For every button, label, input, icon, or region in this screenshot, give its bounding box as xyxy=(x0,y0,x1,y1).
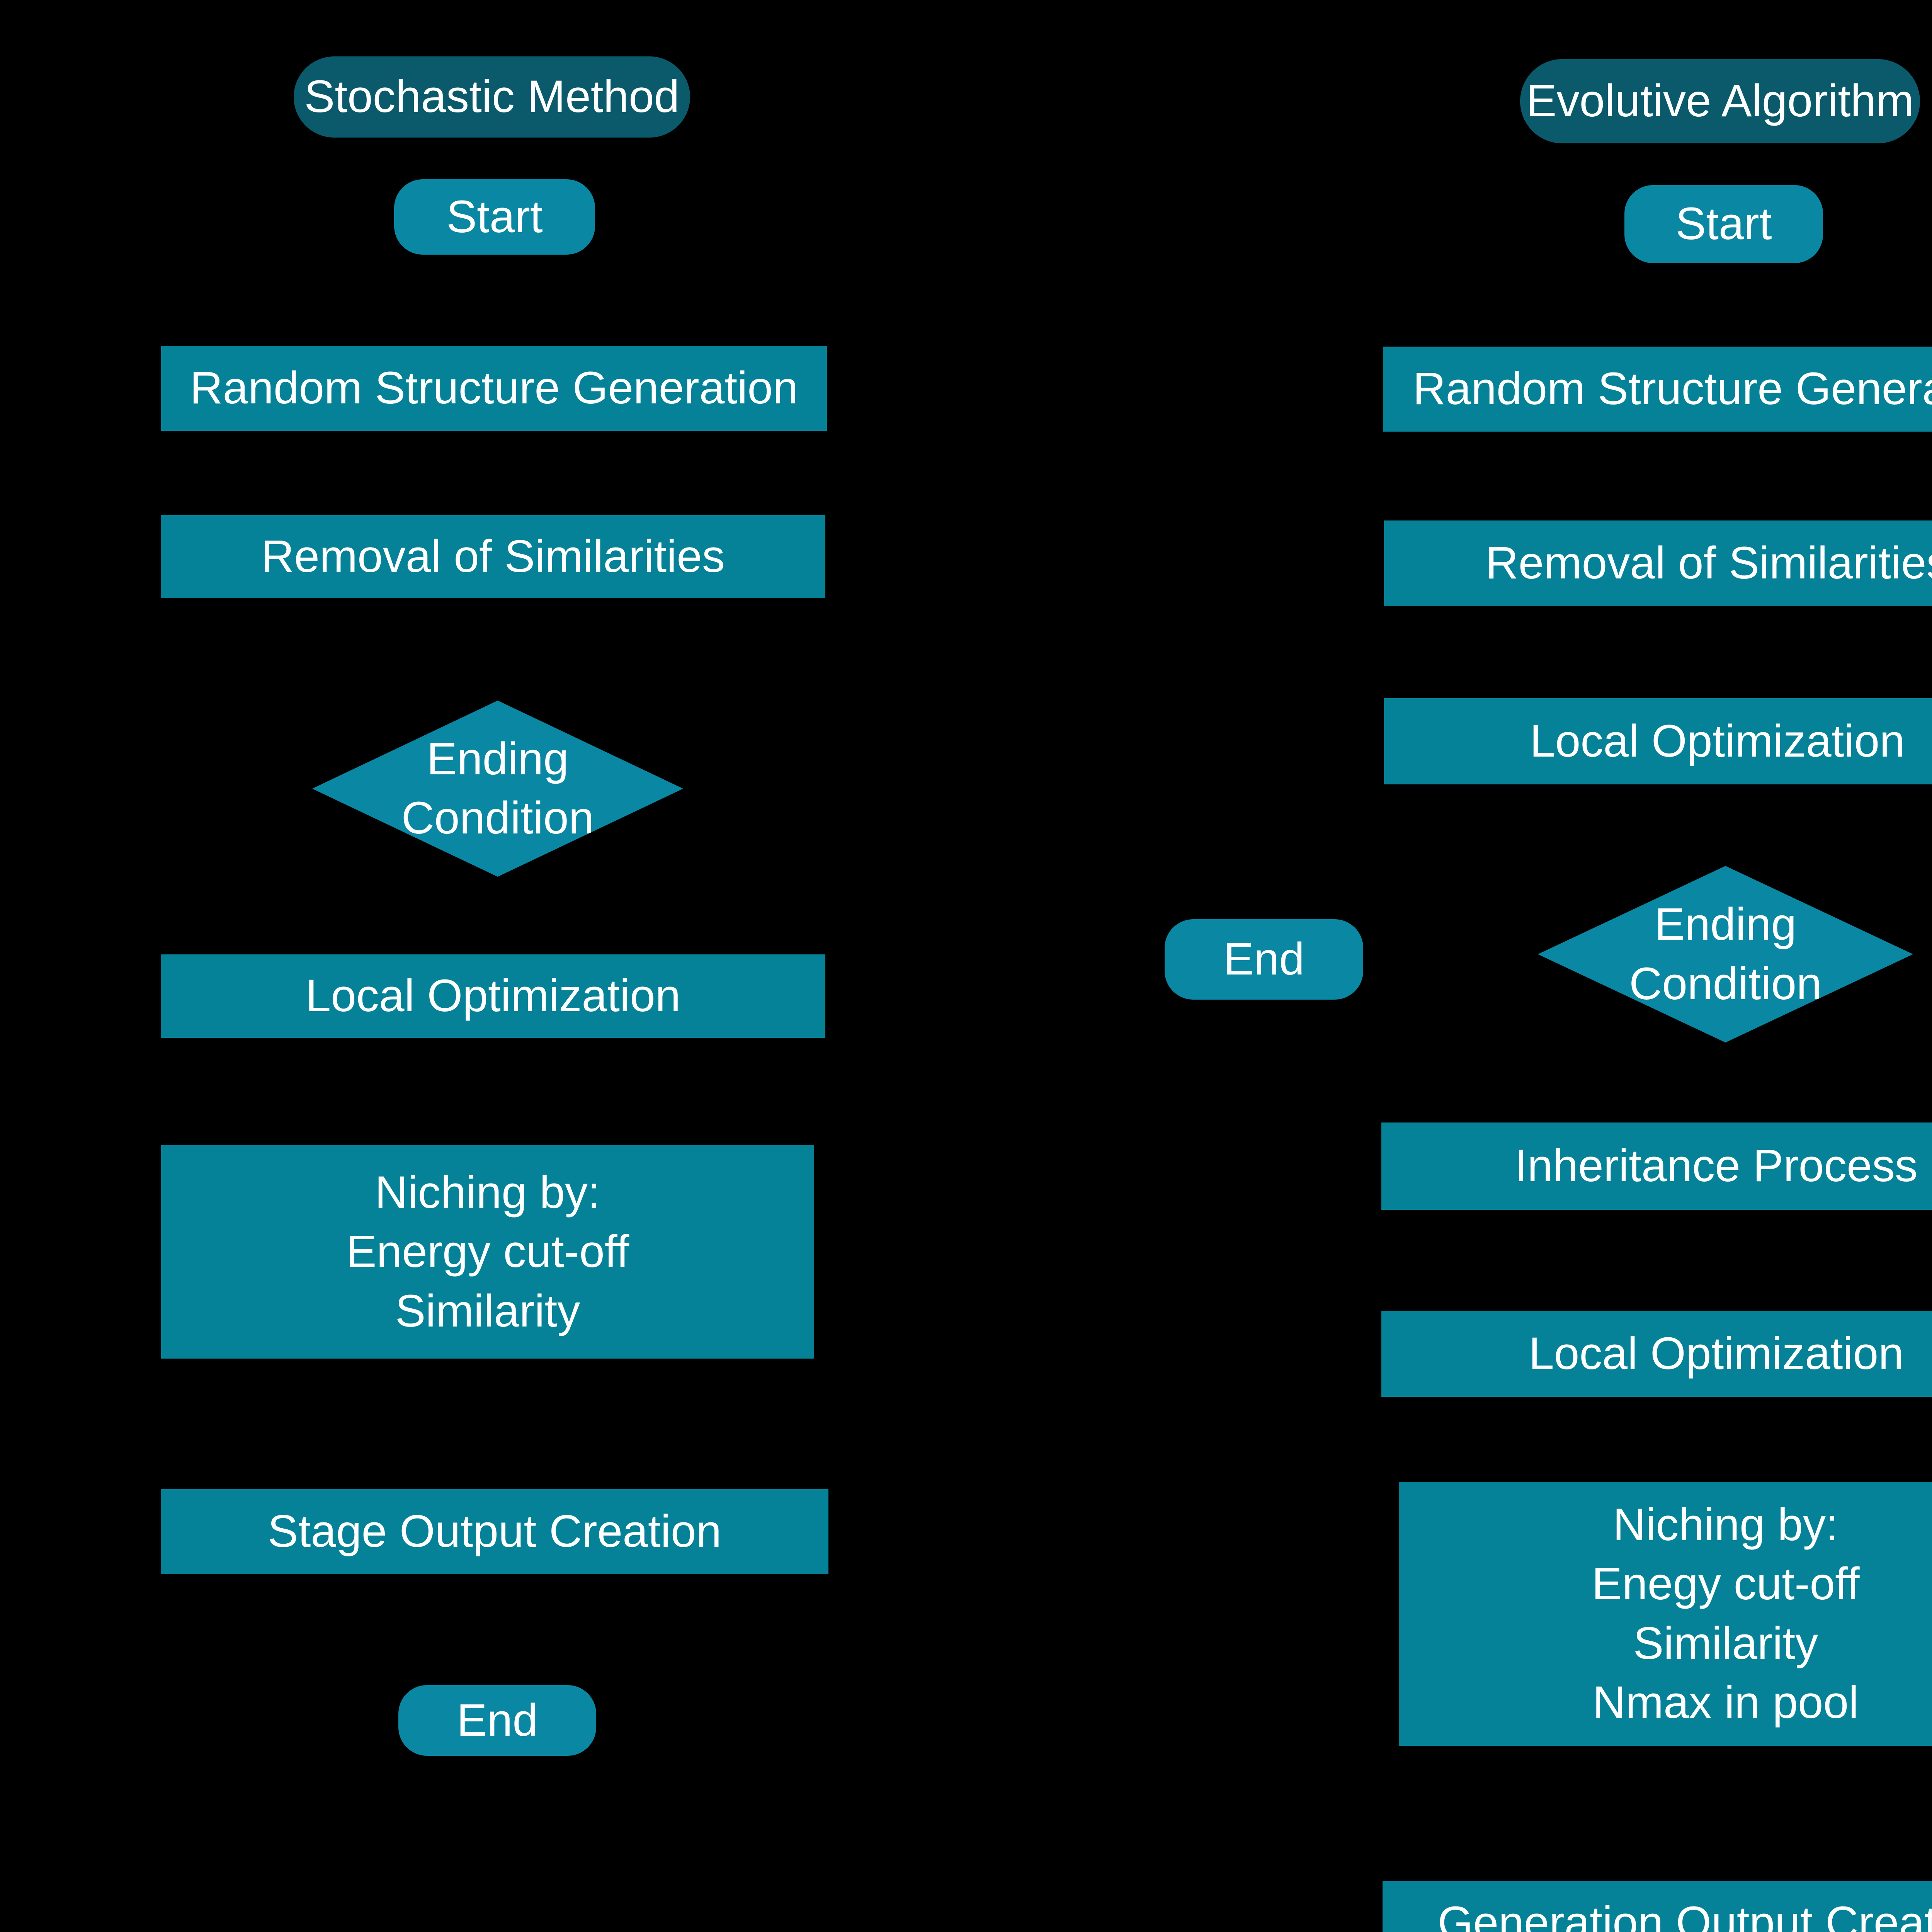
node-label: Removal of Similarities xyxy=(261,531,725,582)
decision-ending-condition-right: Ending Condition xyxy=(1538,866,1913,1043)
terminal-end-left: End xyxy=(398,1685,596,1756)
terminal-end-right: End xyxy=(1165,919,1363,1000)
process-removal-of-similarities-right: Removal of Similarities xyxy=(1384,520,1932,606)
node-label: Ending Condition xyxy=(401,733,594,844)
node-label: Local Optimization xyxy=(1529,1328,1904,1379)
node-label: Stage Output Creation xyxy=(267,1506,722,1557)
node-label: End xyxy=(457,1694,538,1746)
process-random-structure-generation-left: Random Structure Generation xyxy=(161,346,827,431)
process-random-structure-generation-right: Random Structure Generation xyxy=(1383,347,1932,432)
node-label: Evolutive Algorithm xyxy=(1526,75,1914,127)
node-label: Random Structure Generation xyxy=(190,362,798,414)
process-niching-right: Niching by: Enegy cut-off Similarity Nma… xyxy=(1399,1482,1932,1746)
node-label: Stochastic Method xyxy=(304,71,680,122)
node-label: End xyxy=(1223,934,1304,985)
node-label: Generation Output Creation xyxy=(1437,1897,1932,1932)
flow-title-evolutive-algorithm: Evolutive Algorithm xyxy=(1520,59,1920,143)
node-label: Ending Condition xyxy=(1629,899,1822,1009)
terminal-start-left: Start xyxy=(394,179,595,255)
process-niching-left: Niching by: Energy cut-off Similarity xyxy=(161,1145,814,1359)
node-label: Removal of Similarities xyxy=(1485,537,1932,589)
process-local-optimization-left: Local Optimization xyxy=(161,954,825,1038)
node-label: Niching by: Enegy cut-off Similarity Nma… xyxy=(1592,1499,1860,1728)
process-stage-output-creation-left: Stage Output Creation xyxy=(161,1489,828,1574)
node-label: Inheritance Process xyxy=(1515,1140,1918,1192)
node-label: Local Optimization xyxy=(1530,715,1905,767)
node-label: Start xyxy=(446,191,543,242)
node-label: Local Optimization xyxy=(305,970,681,1022)
decision-ending-condition-left: Ending Condition xyxy=(312,701,683,877)
process-inheritance-process-right: Inheritance Process xyxy=(1381,1122,1932,1210)
node-label: Start xyxy=(1675,198,1772,250)
process-local-optimization-right-2: Local Optimization xyxy=(1381,1311,1932,1397)
process-generation-output-creation-right: Generation Output Creation xyxy=(1383,1881,1932,1932)
process-removal-of-similarities-left: Removal of Similarities xyxy=(161,515,825,598)
flow-title-stochastic-method: Stochastic Method xyxy=(294,56,690,138)
process-local-optimization-right-1: Local Optimization xyxy=(1384,698,1932,784)
terminal-start-right: Start xyxy=(1624,185,1823,263)
node-label: Niching by: Energy cut-off Similarity xyxy=(346,1167,629,1337)
node-label: Random Structure Generation xyxy=(1413,363,1932,415)
